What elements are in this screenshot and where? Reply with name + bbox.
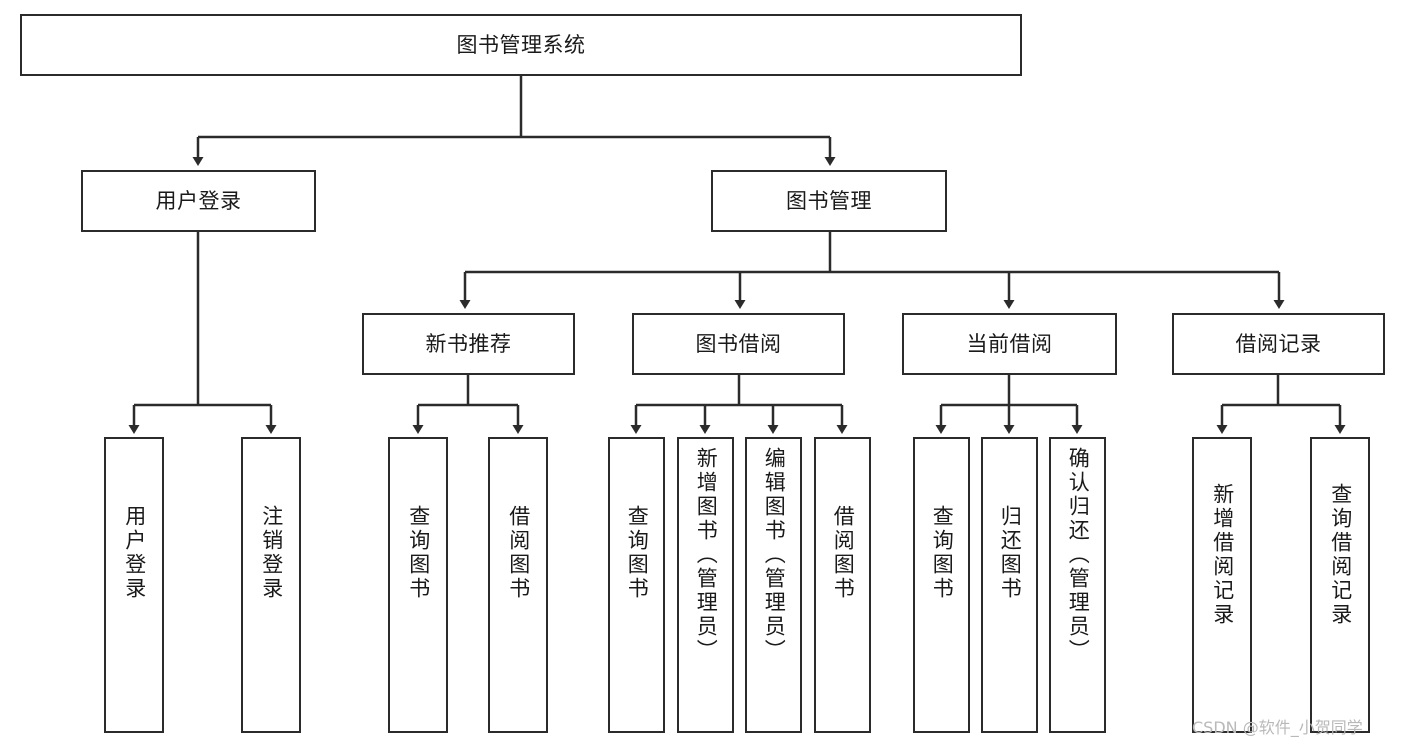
leaf-borrow-record-add[interactable]: 新增借阅记录	[1192, 437, 1252, 733]
node-user-login[interactable]: 用户登录	[81, 170, 316, 232]
node-label: 新增图书（管理员）	[694, 447, 719, 663]
node-label: 查询图书	[930, 505, 955, 601]
leaf-book-borrow-edit[interactable]: 编辑图书（管理员）	[745, 437, 802, 733]
leaf-user-login-logout[interactable]: 注销登录	[241, 437, 301, 733]
node-label: 借阅图书	[506, 505, 531, 601]
node-current-borrow[interactable]: 当前借阅	[902, 313, 1117, 375]
node-borrow-record[interactable]: 借阅记录	[1172, 313, 1385, 375]
node-book-borrow[interactable]: 图书借阅	[632, 313, 845, 375]
leaf-current-borrow-confirm[interactable]: 确认归还（管理员）	[1049, 437, 1106, 733]
node-label: 用户登录	[155, 188, 242, 213]
node-root-system[interactable]: 图书管理系统	[20, 14, 1022, 76]
node-label: 借阅图书	[831, 505, 856, 601]
node-label: 查询图书	[625, 505, 650, 601]
leaf-current-borrow-query[interactable]: 查询图书	[913, 437, 970, 733]
leaf-user-login-login[interactable]: 用户登录	[104, 437, 164, 733]
node-label: 新增借阅记录	[1210, 483, 1235, 627]
node-label: 查询借阅记录	[1328, 483, 1353, 627]
node-label: 图书管理	[786, 188, 872, 213]
node-book-management[interactable]: 图书管理	[711, 170, 947, 232]
node-label: 查询图书	[406, 505, 431, 601]
node-label: 用户登录	[122, 505, 147, 601]
node-new-book-recommend[interactable]: 新书推荐	[362, 313, 575, 375]
leaf-book-borrow-borrow[interactable]: 借阅图书	[814, 437, 871, 733]
csdn-watermark: CSDN @软件_小贺同学	[1192, 718, 1363, 737]
node-label: 图书管理系统	[456, 32, 586, 57]
leaf-current-borrow-return[interactable]: 归还图书	[981, 437, 1038, 733]
node-label: 注销登录	[259, 505, 284, 601]
node-label: 编辑图书（管理员）	[762, 447, 787, 663]
node-label: 归还图书	[998, 505, 1023, 601]
leaf-new-book-query[interactable]: 查询图书	[388, 437, 448, 733]
leaf-book-borrow-add[interactable]: 新增图书（管理员）	[677, 437, 734, 733]
node-label: 当前借阅	[966, 331, 1053, 356]
leaf-borrow-record-query[interactable]: 查询借阅记录	[1310, 437, 1370, 733]
node-label: 确认归还（管理员）	[1066, 447, 1091, 663]
leaf-book-borrow-query[interactable]: 查询图书	[608, 437, 665, 733]
leaf-new-book-borrow[interactable]: 借阅图书	[488, 437, 548, 733]
node-label: 借阅记录	[1235, 331, 1322, 356]
node-label: 图书借阅	[695, 331, 782, 356]
node-label: 新书推荐	[425, 331, 512, 356]
